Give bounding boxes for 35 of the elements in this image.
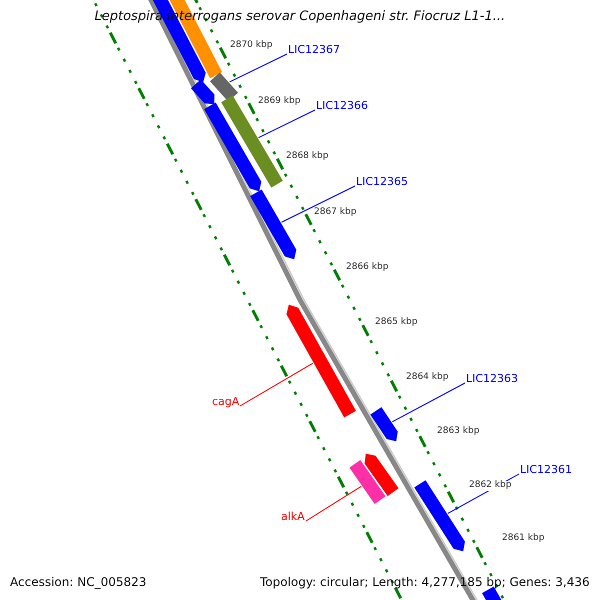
gene-label: LIC12361 (520, 464, 572, 476)
tick-label: 2869 kbp (258, 97, 300, 107)
footer-text: Accession: NC_005823 (10, 576, 146, 589)
gene-feature (286, 304, 356, 418)
tick-label: 2864 kbp (406, 373, 448, 383)
tick-label: 2865 kbp (375, 318, 418, 328)
tick-label: 2863 kbp (437, 427, 480, 437)
footer-text: Topology: circular; Length: 4,277,185 bp; Genes: 3,436 (260, 576, 590, 589)
gene-feature (414, 480, 465, 552)
leader-line (240, 362, 314, 406)
gene-feature (190, 79, 214, 104)
tick-label: 2867 kbp (314, 208, 356, 218)
gene-feature (250, 190, 296, 260)
tick-label: 2866 kbp (346, 263, 388, 273)
gene-label: cagA (212, 396, 240, 408)
gene-feature (210, 72, 238, 102)
leader-line (229, 54, 288, 82)
tick-label: 2870 kbp (230, 41, 272, 51)
leader-line (392, 382, 466, 422)
gene-label: LIC12366 (316, 100, 368, 112)
tick-label: 2868 kbp (286, 152, 328, 162)
gene-label: alkA (281, 511, 305, 524)
leader-line (281, 186, 356, 223)
gene-label: LIC12367 (288, 44, 340, 56)
gene-feature (364, 454, 399, 496)
tick-label: 2862 kbp (469, 481, 512, 491)
gene-label: LIC12365 (356, 176, 408, 188)
gene-label: LIC12363 (466, 373, 518, 386)
leader-line (306, 486, 362, 522)
gene-feature (204, 102, 262, 192)
gene-feature (349, 460, 386, 504)
leader-line (258, 110, 316, 138)
gene-feature (370, 407, 398, 442)
tick-label: 2861 kbp (502, 534, 544, 544)
gene-feature (221, 95, 283, 188)
